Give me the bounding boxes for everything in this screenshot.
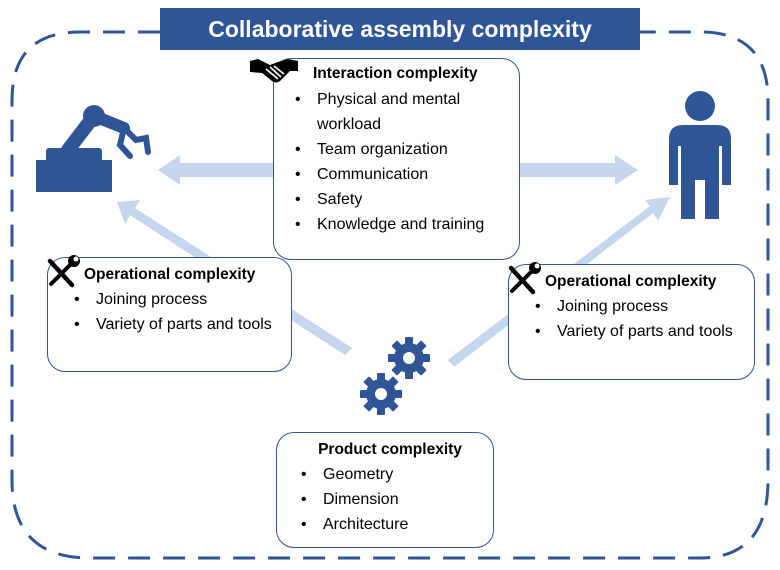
title-banner: Collaborative assembly complexity (160, 8, 640, 50)
arrow-interaction-to-robot (158, 155, 275, 185)
list-item: Variety of parts and tools (68, 312, 285, 337)
interaction-complexity-box: Interaction complexity Physical and ment… (273, 58, 520, 260)
product-complexity-box: Product complexity Geometry Dimension Ar… (276, 432, 494, 548)
operational-complexity-left-list: Joining process Variety of parts and too… (68, 287, 285, 337)
interaction-complexity-title: Interaction complexity (313, 65, 478, 82)
list-item: Physical and mental workload (289, 87, 511, 137)
operational-complexity-right-list: Joining process Variety of parts and too… (529, 294, 748, 344)
list-item: Knowledge and training (289, 212, 511, 237)
gears-icon (360, 337, 430, 415)
arrow-interaction-to-human (518, 155, 638, 185)
list-item: Joining process (529, 294, 748, 319)
list-item: Safety (289, 187, 511, 212)
list-item: Geometry (295, 462, 485, 487)
handshake-icon (250, 59, 298, 83)
product-complexity-title: Product complexity (318, 441, 462, 458)
list-item: Dimension (295, 487, 485, 512)
operational-complexity-right-box: Operational complexity Joining process V… (508, 264, 755, 380)
tools-icon (47, 255, 80, 288)
list-item: Communication (289, 162, 511, 187)
interaction-complexity-list: Physical and mental workload Team organi… (289, 87, 511, 237)
operational-complexity-left-box: Operational complexity Joining process V… (47, 257, 292, 372)
human-icon (669, 91, 731, 219)
robot-arm-icon (36, 105, 151, 192)
operational-complexity-right-title: Operational complexity (545, 273, 717, 290)
operational-complexity-left-title: Operational complexity (84, 266, 256, 283)
list-item: Joining process (68, 287, 285, 312)
list-item: Team organization (289, 137, 511, 162)
list-item: Architecture (295, 512, 485, 537)
product-complexity-list: Geometry Dimension Architecture (295, 462, 485, 537)
diagram-title: Collaborative assembly complexity (208, 15, 592, 42)
frame-border (10, 30, 770, 560)
list-item: Variety of parts and tools (529, 319, 748, 344)
tools-icon (508, 262, 541, 295)
